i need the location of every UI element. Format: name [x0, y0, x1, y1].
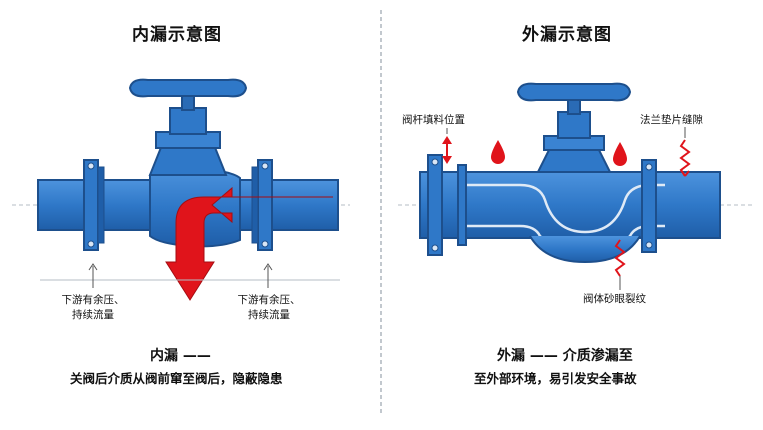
left-bonnet: [148, 144, 228, 176]
right-packing-nut: [557, 111, 591, 139]
right-flange-2: [641, 159, 657, 253]
right-caption: 外漏 —— 介质渗漏至: [497, 348, 633, 364]
right-inner-wall-top: [460, 183, 665, 234]
right-valve: [398, 82, 752, 290]
leak-drop-icon: [491, 140, 505, 164]
left-title: 内漏示意图: [132, 25, 222, 45]
right-flange-1b: [457, 164, 467, 246]
left-valve: [12, 78, 350, 301]
flange-gasket-label: 法兰垫片缝隙: [640, 114, 703, 126]
left-flange-2b: [251, 166, 259, 244]
left-flange-1b: [97, 166, 105, 244]
left-flange-1: [83, 159, 99, 251]
zigzag-leak-icon: [614, 239, 626, 277]
left-caption: 内漏 ——: [150, 348, 211, 364]
right-flange-1: [427, 154, 443, 256]
stem-packing-label: 阀杆填料位置: [402, 114, 465, 126]
leak-drop-icon: [613, 142, 627, 166]
right-handwheel: [516, 82, 632, 102]
left-packing-nut: [169, 107, 207, 135]
body-crack-label: 阀体砂眼裂纹: [583, 293, 646, 305]
left-subcaption: 关阀后介质从阀前窜至阀后，隐蔽隐患: [70, 371, 283, 386]
right-bonnet: [536, 147, 612, 173]
right-subcaption: 至外部环境，易引发安全事故: [474, 371, 637, 386]
left-handwheel: [128, 78, 248, 98]
left-downstream-note-1: 下游有余压、 持续流量: [61, 294, 125, 321]
right-valve-body: [529, 235, 641, 264]
internal-leak-arrow: [165, 186, 333, 301]
left-flange-2: [257, 159, 273, 251]
left-downstream-note-2: 下游有余压、 持续流量: [237, 294, 301, 321]
right-title: 外漏示意图: [522, 25, 612, 45]
